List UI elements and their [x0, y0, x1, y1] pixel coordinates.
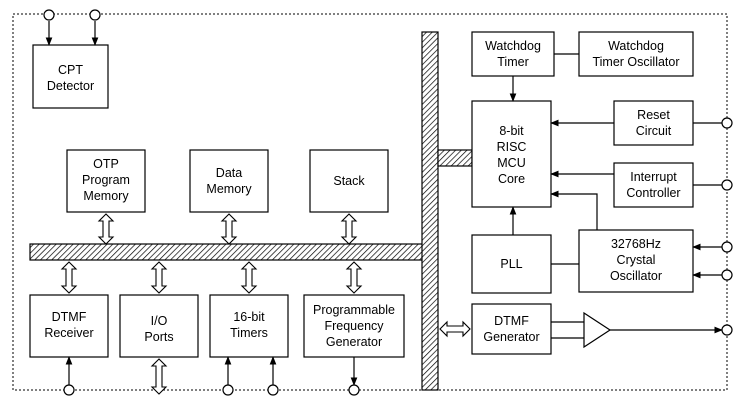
- block-watchdog-oscillator: Watchdog Timer Oscillator: [578, 31, 694, 77]
- block-data-memory: Data Memory: [189, 149, 269, 213]
- block-pll: PLL: [471, 234, 552, 294]
- freq-bus-connector: [345, 261, 363, 294]
- dtmf-receiver-label-1: DTMF: [52, 310, 87, 324]
- block-crystal-oscillator: 32768Hz Crystal Oscillator: [578, 229, 694, 293]
- data-memory-label-1: Data: [216, 166, 242, 180]
- mcu-label-3: MCU: [497, 156, 525, 170]
- io-pin-connector: [150, 358, 168, 395]
- core-bus-link: [437, 149, 473, 167]
- reset-label-1: Reset: [637, 108, 670, 122]
- internal-bus: [29, 31, 473, 391]
- pin-dtmf-receiver: [63, 384, 75, 396]
- dtmf-gen-bus-connector: [439, 320, 471, 338]
- block-otp-memory: OTP Program Memory: [66, 149, 146, 213]
- pin-dtmf-out: [721, 324, 733, 336]
- data-memory-bus-connector: [220, 213, 238, 245]
- pin-interrupt: [721, 179, 733, 191]
- watchdog-osc-label-1: Watchdog: [608, 39, 664, 53]
- cpt-label-1: CPT: [58, 63, 83, 77]
- otp-bus-connector: [97, 213, 115, 245]
- block-interrupt-controller: Interrupt Controller: [613, 162, 694, 208]
- pin-timer-2: [267, 384, 279, 396]
- dtmf-gen-label-2: Generator: [483, 330, 539, 344]
- timers-bus-connector: [240, 261, 258, 294]
- watchdog-osc-label-2: Timer Oscillator: [592, 55, 679, 69]
- dtmf-receiver-bus-connector: [60, 261, 78, 294]
- watchdog-timer-label-1: Watchdog: [485, 39, 541, 53]
- pin-timer-1: [222, 384, 234, 396]
- block-reset-circuit: Reset Circuit: [613, 100, 694, 146]
- timers-label-1: 16-bit: [233, 310, 265, 324]
- otp-label-1: OTP: [93, 157, 119, 171]
- block-mcu-core: 8-bit RISC MCU Core: [471, 100, 552, 208]
- block-timers: 16-bit Timers: [209, 294, 289, 358]
- otp-label-2: Program: [82, 173, 130, 187]
- horizontal-bus: [29, 243, 426, 261]
- interrupt-label-2: Controller: [626, 186, 680, 200]
- external-pins: [43, 9, 733, 396]
- vertical-bus: [421, 31, 439, 391]
- io-label-2: Ports: [144, 330, 173, 344]
- pll-label: PLL: [500, 257, 522, 271]
- timers-label-2: Timers: [230, 326, 268, 340]
- pin-cpt-out: [43, 9, 55, 21]
- stack-bus-connector: [340, 213, 358, 245]
- pin-xtal-2: [721, 269, 733, 281]
- chip-boundary: [12, 13, 728, 391]
- watchdog-timer-label-2: Timer: [497, 55, 528, 69]
- dtmf-gen-label-1: DTMF: [494, 314, 529, 328]
- block-watchdog-timer: Watchdog Timer: [471, 31, 555, 77]
- mcu-label-4: Core: [498, 172, 525, 186]
- freq-label-2: Frequency: [324, 319, 384, 333]
- block-io-ports: I/O Ports: [119, 294, 199, 358]
- bus-connectors: [60, 213, 471, 395]
- block-cpt-detector: CPT Detector: [32, 44, 109, 109]
- mcu-label-1: 8-bit: [499, 124, 524, 138]
- block-stack: Stack: [309, 149, 389, 213]
- dtmf-receiver-label-2: Receiver: [44, 326, 93, 340]
- crystal-label-2: Crystal: [617, 253, 656, 267]
- block-dtmf-receiver: DTMF Receiver: [29, 294, 109, 358]
- freq-label-3: Generator: [326, 335, 382, 349]
- freq-label-1: Programmable: [313, 303, 395, 317]
- block-dtmf-generator: DTMF Generator: [471, 303, 552, 355]
- mcu-label-2: RISC: [497, 140, 527, 154]
- output-amplifier: [583, 311, 612, 349]
- pin-xtal-1: [721, 241, 733, 253]
- otp-label-3: Memory: [83, 189, 129, 203]
- block-frequency-generator: Programmable Frequency Generator: [303, 294, 405, 358]
- reset-label-2: Circuit: [636, 124, 672, 138]
- stack-label: Stack: [333, 174, 365, 188]
- signal-wires: [45, 21, 724, 386]
- crystal-label-3: Oscillator: [610, 269, 662, 283]
- cpt-label-2: Detector: [47, 79, 94, 93]
- pin-reset: [721, 117, 733, 129]
- pin-cpt-in: [89, 9, 101, 21]
- pin-freq-out: [348, 384, 360, 396]
- io-label-1: I/O: [151, 314, 168, 328]
- io-bus-connector: [150, 261, 168, 294]
- data-memory-label-2: Memory: [206, 182, 252, 196]
- crystal-label-1: 32768Hz: [611, 237, 661, 251]
- interrupt-label-1: Interrupt: [630, 170, 677, 184]
